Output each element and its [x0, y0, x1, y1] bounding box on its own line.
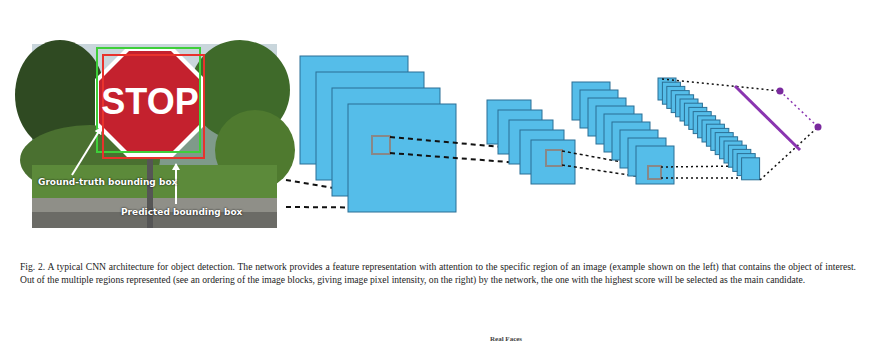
conv-layer-2	[487, 100, 575, 184]
sign-text: STOP	[101, 81, 198, 123]
figure-caption: Fig. 2. A typical CNN architecture for o…	[20, 261, 856, 286]
conv-layer-1	[300, 56, 456, 212]
score-line	[735, 86, 800, 150]
score-dot	[815, 124, 822, 131]
photo-label: Predicted bounding box	[121, 207, 242, 217]
score-link	[780, 91, 818, 127]
receptive-field	[648, 166, 661, 179]
next-figure-label: Real Faces	[490, 335, 522, 343]
photo-label: Ground-truth bounding box	[38, 177, 177, 187]
stop-sign-photo	[15, 40, 295, 228]
score-dot	[777, 88, 784, 95]
output-lines	[662, 79, 818, 180]
receptive-field	[372, 136, 390, 154]
receptive-field	[546, 150, 562, 166]
projection-lines	[661, 166, 742, 178]
